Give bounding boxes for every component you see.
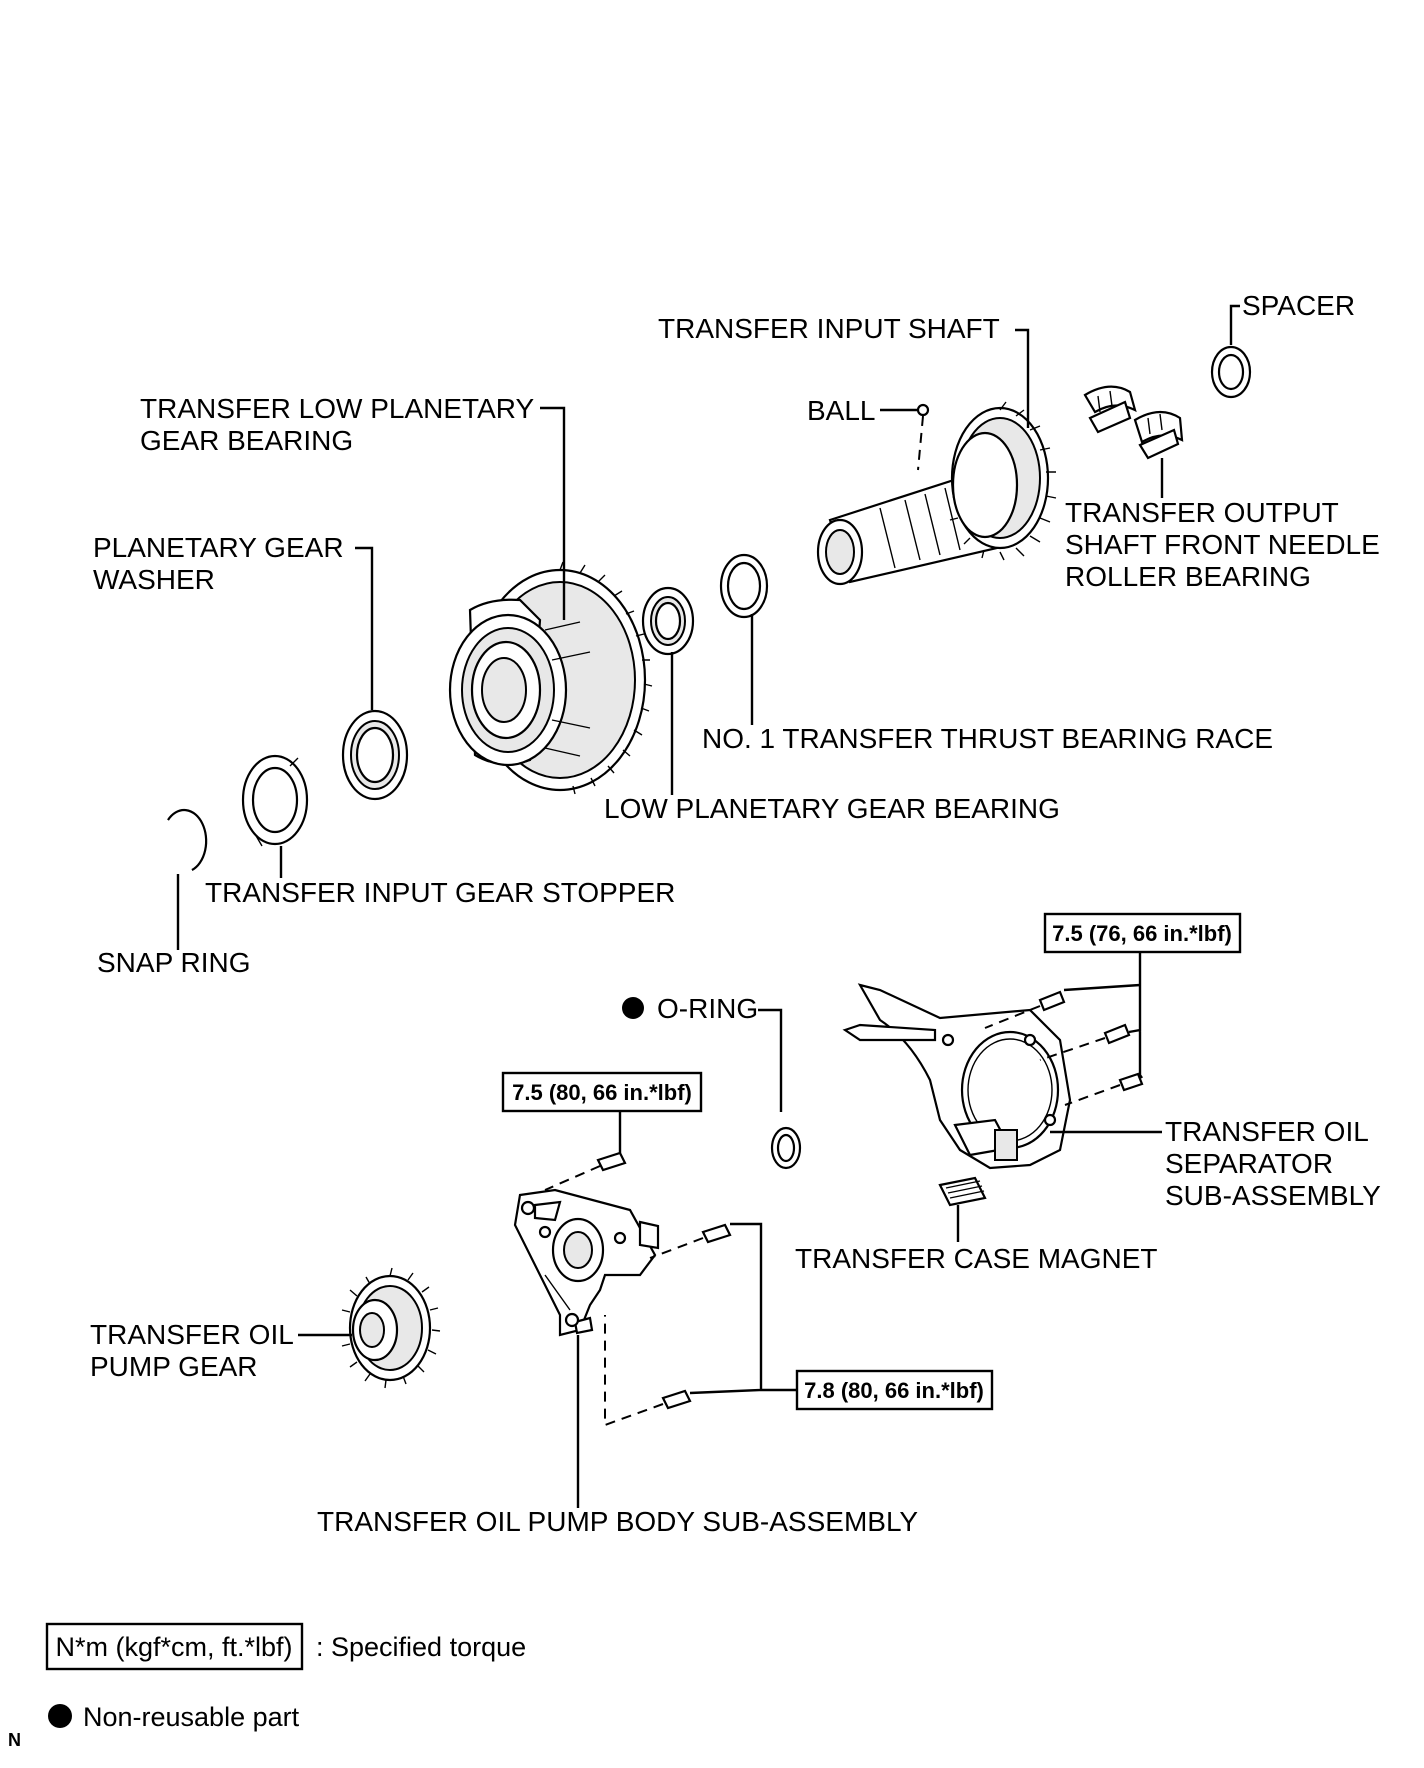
pump-gear-label-1: TRANSFER OIL (90, 1319, 294, 1350)
o-ring-part (770, 1126, 802, 1170)
input-gear-stopper-label: TRANSFER INPUT GEAR STOPPER (205, 877, 675, 908)
thrust-bearing-race-part (719, 553, 769, 619)
pump-gear-label-2: PUMP GEAR (90, 1351, 258, 1382)
oil-pump-body-label: TRANSFER OIL PUMP BODY SUB-ASSEMBLY (317, 1506, 918, 1537)
pump-top-torque-box (501, 1071, 703, 1113)
legend-torque-unit: N*m (kgf*cm, ft.*lbf) (55, 1632, 292, 1662)
needle-bearing-label-2: SHAFT FRONT NEEDLE (1065, 529, 1380, 560)
snap-ring-label: SNAP RING (97, 947, 251, 978)
corner-mark: N (8, 1730, 21, 1750)
needle-bearing-label-1: TRANSFER OUTPUT (1065, 497, 1339, 528)
washer-label-2: WASHER (93, 564, 215, 595)
low-planetary-gear-bearing-part (641, 586, 695, 656)
legend-torque-text: : Specified torque (316, 1632, 526, 1662)
separator-torque-value: 7.5 (76, 66 in.*lbf) (1052, 921, 1232, 946)
pump-top-torque-value: 7.5 (80, 66 in.*lbf) (512, 1080, 692, 1105)
separator-label-3: SUB-ASSEMBLY (1165, 1180, 1381, 1211)
thrust-race-label: NO. 1 TRANSFER THRUST BEARING RACE (702, 723, 1273, 754)
oil-separator-part (842, 983, 1072, 1170)
low-planetary-bearing-label: LOW PLANETARY GEAR BEARING (604, 793, 1060, 824)
oil-pump-gear-part (341, 1267, 441, 1389)
input-shaft-part (816, 401, 1057, 586)
input-gear-stopper-part (241, 754, 309, 847)
case-magnet-part (938, 1176, 987, 1207)
oil-pump-body-part (513, 1188, 660, 1337)
separator-bolts (1038, 990, 1144, 1092)
pump-side-torque-value: 7.8 (80, 66 in.*lbf) (804, 1378, 984, 1403)
needle-bearing-label-3: ROLLER BEARING (1065, 561, 1311, 592)
input-shaft-label: TRANSFER INPUT SHAFT (658, 313, 1000, 344)
separator-label-1: TRANSFER OIL (1165, 1116, 1369, 1147)
o-ring-label: O-RING (657, 993, 758, 1024)
transfer-low-planetary-label-1: TRANSFER LOW PLANETARY (140, 393, 534, 424)
ball-label: BALL (807, 395, 876, 426)
separator-torque-box (1043, 912, 1242, 954)
planetary-gear-assembly-part (448, 561, 653, 795)
separator-label-2: SEPARATOR (1165, 1148, 1333, 1179)
spacer-label: SPACER (1242, 290, 1355, 321)
o-ring-non-reusable-icon (622, 997, 644, 1019)
needle-roller-bearing-part (1083, 385, 1184, 460)
pump-side-torque-box (795, 1369, 994, 1411)
legend: N*m (kgf*cm, ft.*lbf) : Specified torque… (45, 1622, 526, 1732)
spacer-part (1210, 345, 1252, 399)
case-magnet-label: TRANSFER CASE MAGNET (795, 1243, 1157, 1274)
washer-label-1: PLANETARY GEAR (93, 532, 344, 563)
legend-non-reusable-text: Non-reusable part (83, 1702, 300, 1732)
pump-body-bolts (596, 1151, 732, 1410)
planetary-gear-washer-part (341, 709, 409, 801)
ball-part (916, 403, 930, 417)
legend-torque-box (45, 1622, 304, 1671)
snap-ring-part (167, 808, 208, 871)
non-reusable-icon (48, 1704, 72, 1728)
transfer-low-planetary-label-2: GEAR BEARING (140, 425, 353, 456)
